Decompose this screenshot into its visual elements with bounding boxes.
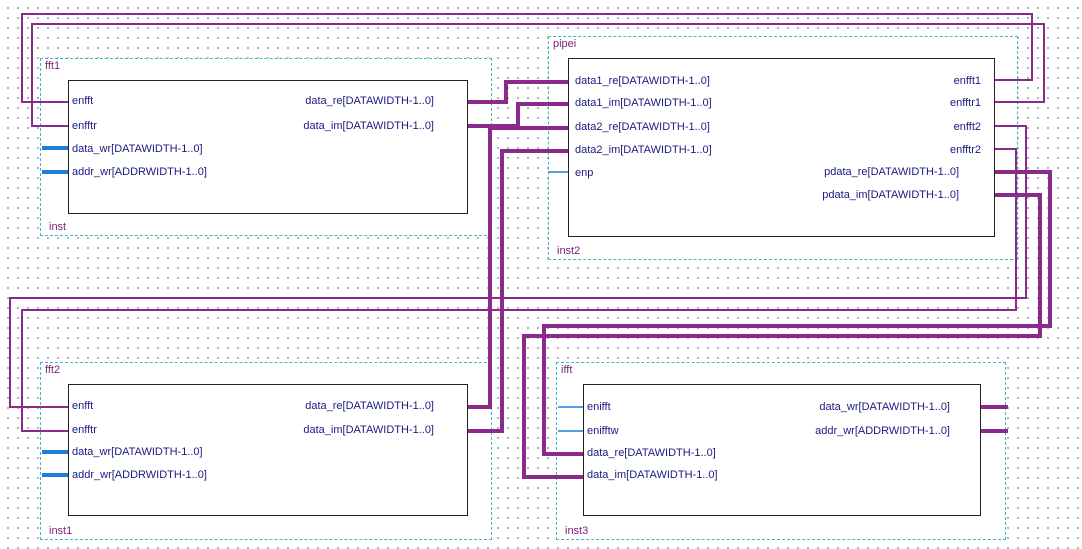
ifft-block[interactable]: enifft enifftw data_re[DATAWIDTH-1..0] d… [583,384,981,516]
ifft-instance-label: inst3 [565,525,589,537]
wire-enfft2[interactable] [9,125,1027,408]
pipei-instance-label: inst2 [557,245,581,257]
pipei-port-enfftr2: enfftr2 [950,144,981,156]
ifft-title: ifft [561,364,573,376]
fft1-port-data-im: data_im[DATAWIDTH-1..0] [303,120,434,132]
pipei-block[interactable]: data1_re[DATAWIDTH-1..0] data1_im[DATAWI… [568,58,995,237]
pipei-port-data2-re: data2_re[DATAWIDTH-1..0] [575,121,710,133]
ifft-port-enifft: enifft [587,401,611,413]
fft2-port-data-wr: data_wr[DATAWIDTH-1..0] [72,446,203,458]
ifft-port-data-wr: data_wr[DATAWIDTH-1..0] [819,401,950,413]
pipei-port-data2-im: data2_im[DATAWIDTH-1..0] [575,144,712,156]
fft1-port-enfft: enfft [72,95,94,107]
fft1-block[interactable]: enfft enfftr data_wr[DATAWIDTH-1..0] add… [68,80,468,214]
ifft-port-data-im: data_im[DATAWIDTH-1..0] [587,469,718,481]
ifft-port-enifftw: enifftw [587,425,619,437]
wire-enfft1[interactable] [21,13,1033,103]
bus-pdata-re[interactable] [542,170,1052,456]
fft1-instance-label: inst [49,221,67,233]
fft1-port-data-re: data_re[DATAWIDTH-1..0] [305,95,434,107]
fft2-title: fft2 [45,364,61,376]
ifft-port-addr-wr: addr_wr[ADDRWIDTH-1..0] [815,425,950,437]
fft1-port-addr-wr: addr_wr[ADDRWIDTH-1..0] [72,166,207,178]
fft2-instance-label: inst1 [49,525,73,537]
wire-enfftr1[interactable] [31,23,1045,127]
fft2-port-data-im: data_im[DATAWIDTH-1..0] [303,424,434,436]
fft2-block[interactable]: enfft enfftr data_wr[DATAWIDTH-1..0] add… [68,384,468,516]
fft2-port-addr-wr: addr_wr[ADDRWIDTH-1..0] [72,469,207,481]
pipei-port-data1-im: data1_im[DATAWIDTH-1..0] [575,97,712,109]
pipei-title: pipei [553,38,577,50]
fft2-port-enfft: enfft [72,400,94,412]
bus-fft1-data-re[interactable] [468,80,568,104]
wire-enfftr2[interactable] [21,148,1017,432]
bus-fft2-data-im[interactable] [468,149,568,433]
pipei-port-pdata-re: pdata_re[DATAWIDTH-1..0] [824,166,959,178]
fft1-title: fft1 [45,60,61,72]
bus-fft1-data-im[interactable] [468,102,568,128]
fft2-port-data-re: data_re[DATAWIDTH-1..0] [305,400,434,412]
pipei-port-enfft2: enfft2 [953,121,981,133]
bus-pdata-im[interactable] [522,193,1042,479]
ifft-port-data-re: data_re[DATAWIDTH-1..0] [587,447,716,459]
fft2-port-enfftr: enfftr [72,424,97,436]
fft1-port-enfftr: enfftr [72,120,97,132]
bus-fft2-data-re[interactable] [468,126,568,409]
pipei-port-enfftr1: enfftr1 [950,97,981,109]
pipei-port-data1-re: data1_re[DATAWIDTH-1..0] [575,75,710,87]
fft1-port-data-wr: data_wr[DATAWIDTH-1..0] [72,143,203,155]
pipei-port-enp: enp [575,167,594,179]
pipei-port-enfft1: enfft1 [953,75,981,87]
pipei-port-pdata-im: pdata_im[DATAWIDTH-1..0] [822,189,959,201]
